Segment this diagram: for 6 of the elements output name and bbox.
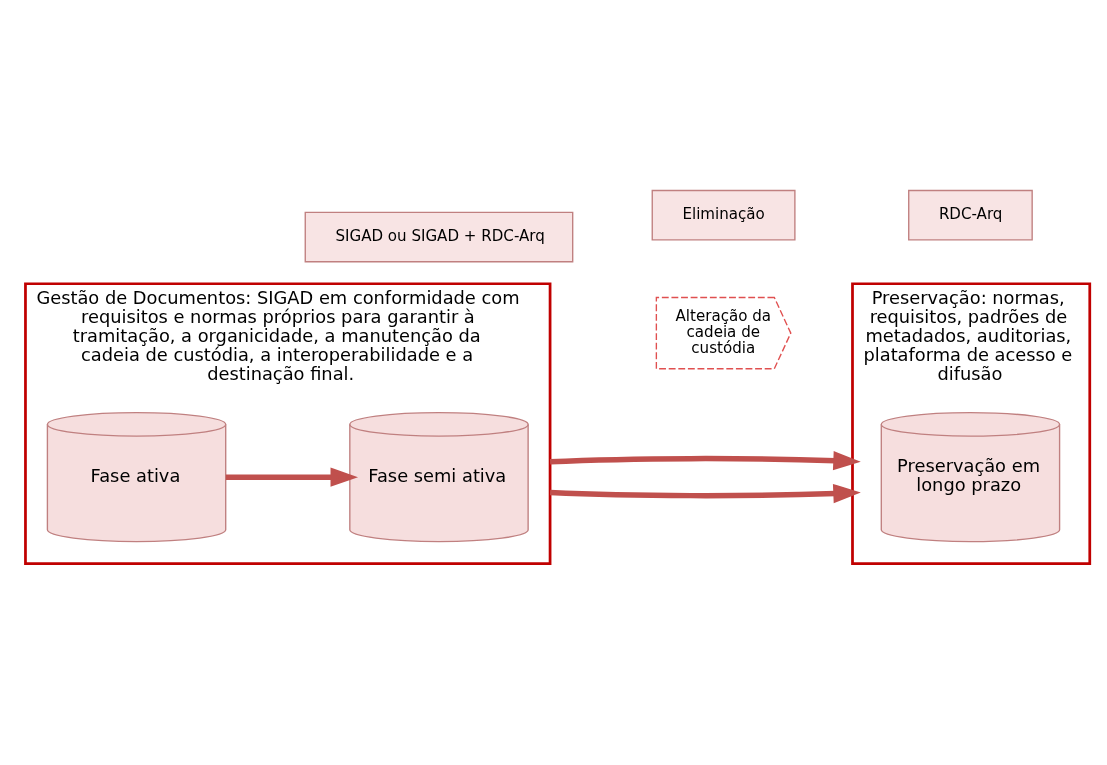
node-box: Eliminação [651, 189, 796, 241]
arrow [549, 451, 861, 471]
arrow [225, 467, 359, 487]
arrow [549, 483, 861, 504]
node-box: SIGAD ou SIGAD + RDC-Arq [304, 211, 574, 263]
node-box: RDC-Arq [908, 189, 1033, 241]
